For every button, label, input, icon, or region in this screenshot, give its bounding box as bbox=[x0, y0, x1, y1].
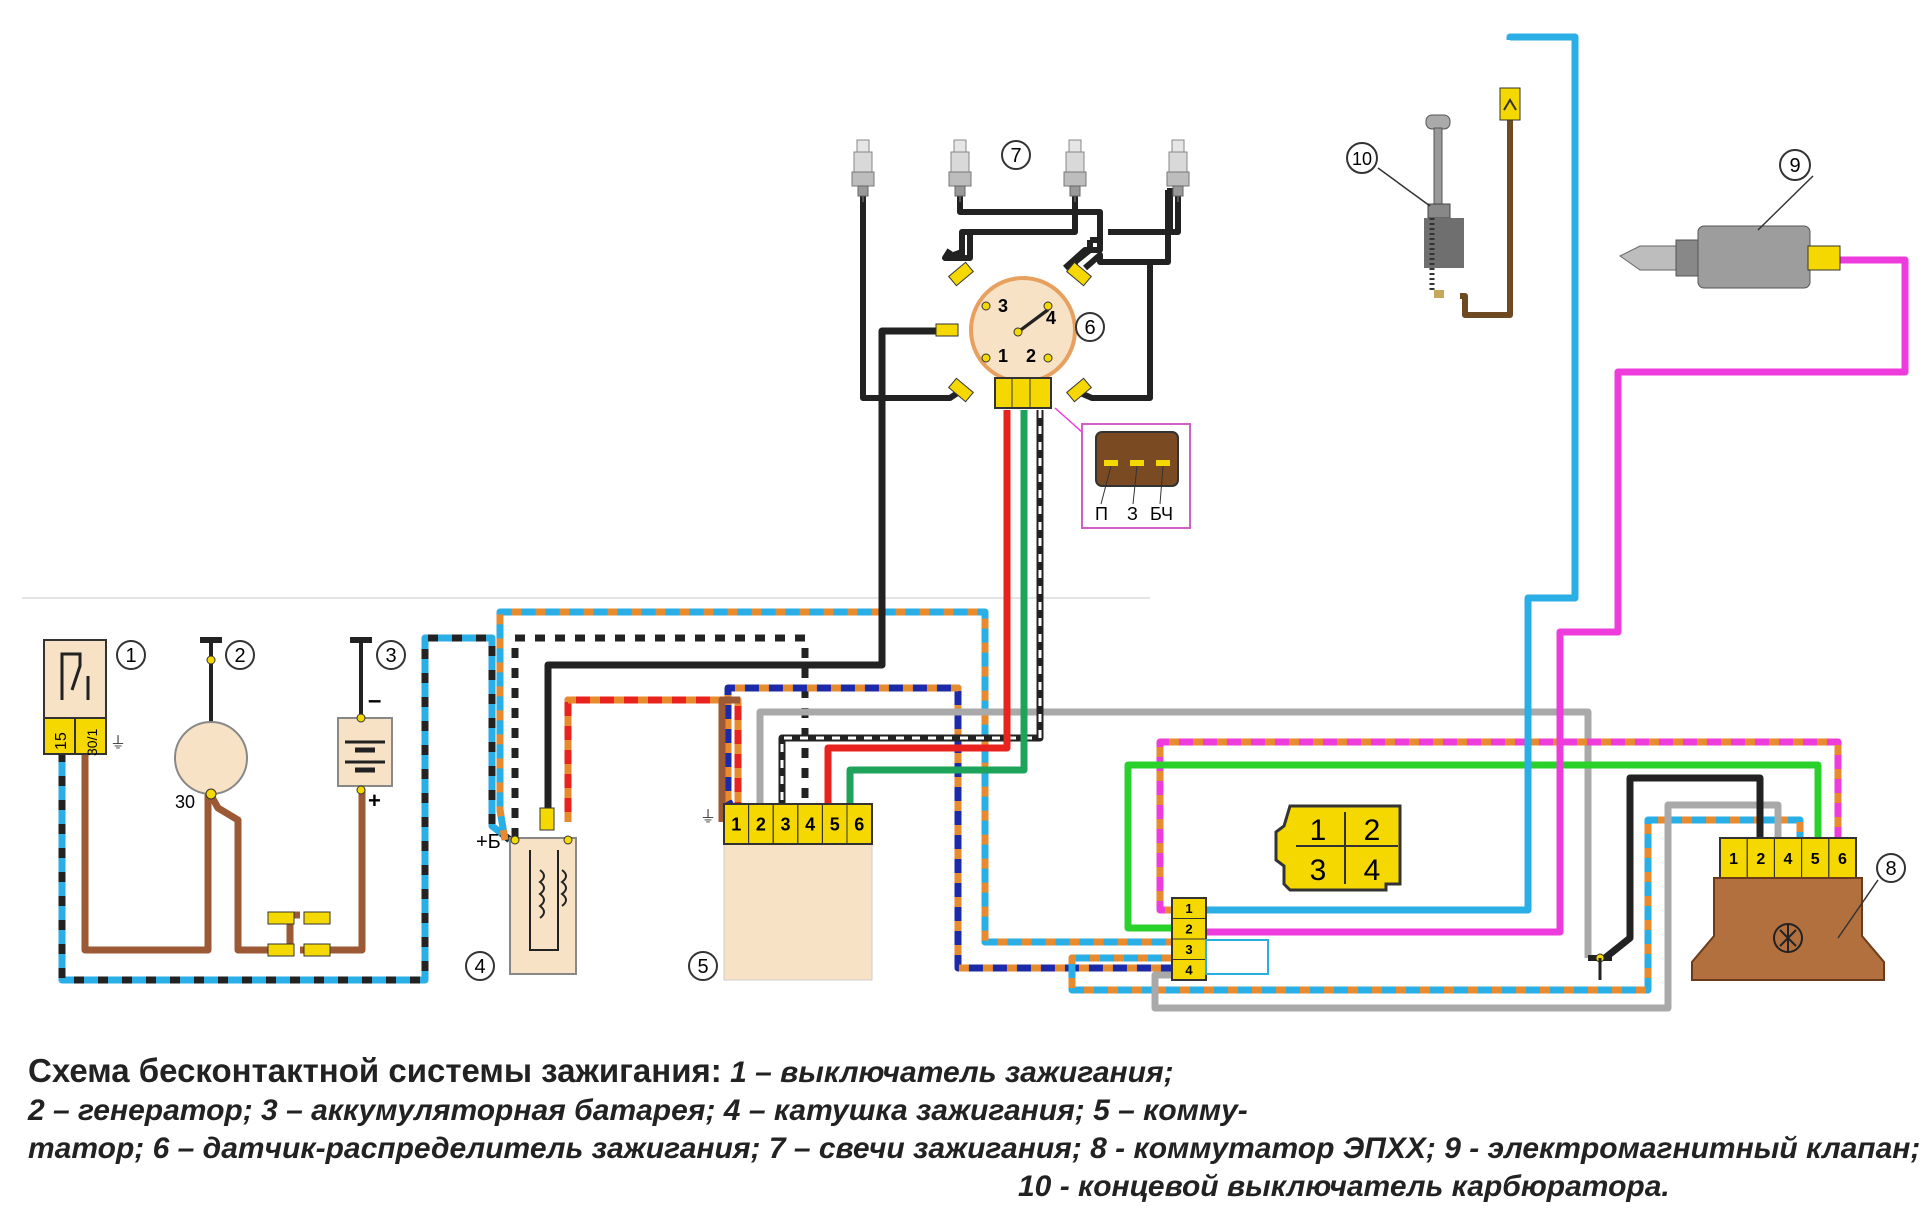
wire-green-signal bbox=[846, 410, 1028, 822]
wire-black-epxx bbox=[1602, 774, 1764, 961]
epxx-pin-6: 6 bbox=[1838, 851, 1847, 868]
distributor-terminal-1: 1 bbox=[998, 346, 1008, 366]
wire-grey-long bbox=[756, 708, 1592, 958]
component-numbers: 1 2 3 4 5 6 7 8 9 10 bbox=[116, 140, 1906, 981]
wiring-diagram: 15 30/1 ⏚ 30 – + bbox=[22, 33, 1909, 1012]
block-connector: 1 2 3 4 bbox=[1274, 804, 1402, 892]
commutator-pin-6: 6 bbox=[854, 814, 864, 834]
battery-plus: + bbox=[368, 788, 381, 813]
wire-magenta-valve bbox=[1195, 256, 1909, 936]
wire-brown-switch bbox=[1460, 110, 1513, 318]
spark-plug-3 bbox=[1063, 139, 1087, 203]
label-7: 7 bbox=[1010, 145, 1021, 167]
wire-red-orange-stripe bbox=[564, 696, 742, 822]
commutator-pin-3: 3 bbox=[780, 814, 790, 834]
caption-line-2: 2 – генератор; 3 – аккумуляторная батаре… bbox=[28, 1094, 1248, 1127]
commutator-pin-4: 4 bbox=[805, 814, 815, 834]
electromagnetic-valve bbox=[1619, 225, 1841, 289]
label-3: 3 bbox=[385, 645, 396, 667]
switch-terminal-15: 15 bbox=[53, 732, 70, 750]
connector-pair bbox=[267, 911, 331, 957]
epxx-pin-4: 4 bbox=[1784, 851, 1793, 868]
battery-minus: – bbox=[368, 687, 381, 714]
carburetor-limit-switch bbox=[1424, 87, 1521, 298]
wire-magenta-orange-stripe bbox=[1156, 738, 1842, 914]
wire-black-plug bbox=[778, 410, 1044, 822]
wire-black-white-stripe bbox=[511, 634, 809, 838]
wire-red-orange bbox=[564, 696, 742, 822]
spark-plug-2 bbox=[948, 139, 972, 203]
wire-hv-2c bbox=[1108, 190, 1181, 235]
wire-hv-2 bbox=[1150, 190, 1171, 265]
sensor-plug-inset: П З БЧ bbox=[1054, 407, 1191, 529]
label-6: 6 bbox=[1084, 317, 1095, 339]
ignition-switch: 15 30/1 ⏚ bbox=[43, 639, 126, 756]
coil-label-plus-b: +Б bbox=[476, 831, 501, 853]
distributor: 3 4 1 2 bbox=[935, 261, 1092, 409]
connector-pin-1: 1 bbox=[1185, 901, 1192, 916]
label-2: 2 bbox=[234, 645, 245, 667]
distributor-terminal-2: 2 bbox=[1026, 346, 1036, 366]
label-8: 8 bbox=[1885, 858, 1896, 880]
label-4: 4 bbox=[474, 956, 485, 978]
distributor-terminal-3: 3 bbox=[998, 296, 1008, 316]
wire-hv-2b bbox=[1083, 252, 1150, 271]
epxx-pin-5: 5 bbox=[1811, 851, 1820, 868]
battery: – + bbox=[337, 637, 393, 813]
caption-line-1: 1 – выключатель зажигания; bbox=[730, 1056, 1174, 1089]
commutator-pin-2: 2 bbox=[756, 814, 766, 834]
caption-line-4: 10 - концевой выключатель карбюратора. bbox=[1018, 1170, 1670, 1203]
plug-label-bch: БЧ bbox=[1150, 504, 1173, 524]
commutator-pin-5: 5 bbox=[830, 814, 840, 834]
block-pin-4: 4 bbox=[1364, 854, 1381, 887]
spark-plug-1 bbox=[851, 139, 875, 203]
label-5: 5 bbox=[697, 956, 708, 978]
generator: 30 bbox=[174, 637, 248, 812]
wire-blue-switch-stripe bbox=[58, 634, 513, 984]
wire-cyan-switch bbox=[1195, 33, 1579, 914]
connector-pin-2: 2 bbox=[1185, 921, 1192, 936]
connector-pin-4: 4 bbox=[1185, 962, 1193, 977]
ground-symbol: ⏚ bbox=[110, 734, 126, 752]
wire-brown-blue bbox=[718, 696, 740, 822]
wire-hv-left bbox=[860, 190, 964, 401]
wire-hv-plug7 bbox=[959, 229, 1075, 260]
ignition-coil: +Б bbox=[476, 807, 577, 975]
switch-terminal-30: 30/1 bbox=[84, 729, 100, 756]
wire-hv-1 bbox=[957, 190, 1103, 271]
wire-lime bbox=[1124, 761, 1822, 932]
caption-line-3: татор; 6 – датчик-распределитель зажиган… bbox=[28, 1132, 1920, 1165]
generator-label-30: 30 bbox=[175, 792, 195, 812]
block-pin-1: 1 bbox=[1310, 814, 1327, 847]
block-pin-2: 2 bbox=[1364, 814, 1381, 847]
label-1: 1 bbox=[125, 645, 136, 667]
connector-4pin: 1 2 3 4 bbox=[1171, 897, 1269, 981]
label-9: 9 bbox=[1789, 155, 1800, 177]
epxx-pin-1: 1 bbox=[1729, 851, 1738, 868]
wire-layer bbox=[58, 33, 1909, 1012]
connector-pin-3: 3 bbox=[1185, 942, 1192, 957]
caption-title: Схема бесконтактной системы зажигания: bbox=[28, 1052, 722, 1089]
epxx-pin-2: 2 bbox=[1756, 851, 1765, 868]
epxx-commutator: 1 2 4 5 6 bbox=[1691, 837, 1885, 981]
wire-black-coil bbox=[544, 327, 945, 822]
wire-red-signal bbox=[824, 410, 1011, 822]
distributor-terminal-4: 4 bbox=[1046, 308, 1056, 328]
plug-label-z: З bbox=[1127, 504, 1138, 524]
commutator-ground-symbol: ⏚ bbox=[700, 808, 716, 826]
label-10: 10 bbox=[1352, 149, 1372, 169]
wire-blue-switch bbox=[58, 634, 513, 984]
wire-blue-orange-b-stripe bbox=[1068, 816, 1804, 994]
commutator-pin-1: 1 bbox=[731, 814, 741, 834]
wire-black-plug-stripe bbox=[780, 410, 1042, 822]
wire-grey-lower bbox=[1151, 801, 1782, 1012]
plug-label-p: П bbox=[1095, 504, 1108, 524]
diagram-caption: Схема бесконтактной системы зажигания: 1… bbox=[28, 1052, 1920, 1206]
block-pin-3: 3 bbox=[1310, 854, 1327, 887]
wire-hv-right bbox=[1076, 262, 1153, 401]
wire-blue-orange-a-stripe bbox=[496, 608, 1172, 946]
